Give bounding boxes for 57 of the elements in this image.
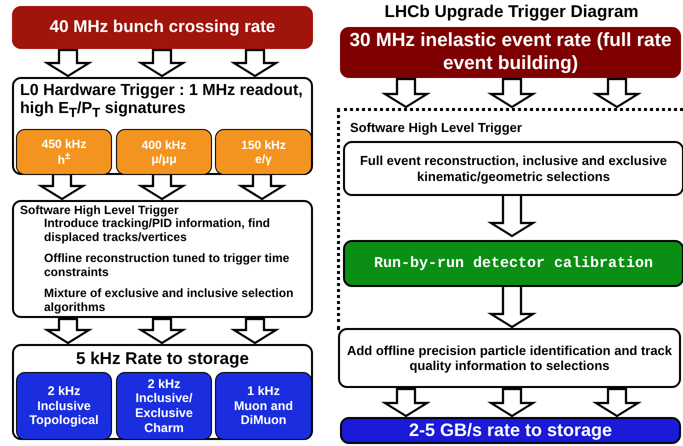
box-text: 450 kHz <box>40 136 88 151</box>
stage-box <box>12 77 313 175</box>
rate-box <box>16 372 112 440</box>
heading-text: Software High Level Trigger <box>350 121 523 136</box>
box-text: 2 kHz <box>46 384 82 399</box>
block-arrow <box>487 78 537 108</box>
bullet-text: Offline reconstruction tuned to trigger time constraints <box>44 252 290 280</box>
block-arrow <box>137 48 187 78</box>
box-text: 400 kHz <box>140 138 188 152</box>
block-arrow <box>43 48 93 78</box>
box-text: Add offline precision particle identification and track quality information to selections <box>346 342 674 374</box>
box-text: h$^{±}$ <box>56 151 72 168</box>
stage-box <box>343 141 683 196</box>
diagram-title: LHCb Upgrade Trigger Diagram <box>383 2 640 22</box>
box-text: e/γ <box>254 152 273 166</box>
block-arrow <box>137 172 187 200</box>
heading-text: Software High Level Trigger <box>20 204 180 218</box>
box-text: 2-5 GB/s rate to storage <box>408 420 614 442</box>
box-text: 1 kHz <box>246 384 281 399</box>
rate-box <box>12 6 313 49</box>
trigger-box <box>12 200 313 318</box>
calibration-box <box>343 240 683 287</box>
box-text: 30 MHz inelastic event rate (full rate event building) <box>348 30 673 75</box>
bullet-text: Mixture of exclusive and inclusive selection algorithms <box>44 287 294 315</box>
box-text: 2 kHz <box>146 376 182 392</box>
block-arrow <box>137 318 187 344</box>
rate-box <box>215 372 312 440</box>
block-arrow <box>230 318 280 344</box>
box-text: 40 MHz bunch crossing rate <box>48 17 276 38</box>
rate-box <box>116 129 212 175</box>
block-arrow <box>381 78 431 108</box>
box-text: 150 kHz <box>240 138 287 152</box>
box-text: Inclusive Topological <box>28 398 100 428</box>
block-arrow <box>37 172 87 200</box>
block-arrow <box>592 388 642 418</box>
block-arrow <box>381 388 431 418</box>
block-arrow <box>43 318 93 344</box>
heading-text: L0 Hardware Trigger : 1 MHz readout, high E$_{T}$/P$_{T}$ signatures <box>20 82 304 121</box>
stage-box <box>12 344 313 440</box>
rate-box <box>215 129 312 175</box>
rate-box <box>340 27 681 78</box>
box-text: μ/μμ <box>150 152 178 166</box>
block-arrow <box>230 48 280 78</box>
block-arrow <box>592 78 642 108</box>
stage-box <box>338 328 681 388</box>
storage-box <box>340 417 681 444</box>
group-frame <box>337 108 683 330</box>
block-arrow <box>487 388 537 418</box>
box-text: Full event reconstruction, inclusive and exclusive kinematic/geometric selections <box>358 153 668 184</box>
block-arrow <box>237 172 287 200</box>
heading-text: 5 kHz Rate to storage <box>75 349 250 369</box>
rate-box <box>116 372 212 440</box>
box-text: Muon and DiMuon <box>232 398 294 428</box>
box-text: Inclusive/ Exclusive Charm <box>134 391 194 436</box>
bullet-text: Introduce tracking/PID information, find displaced tracks/vertices <box>44 217 272 245</box>
rate-box <box>16 129 112 175</box>
box-text: Run-by-run detector calibration <box>372 254 654 272</box>
